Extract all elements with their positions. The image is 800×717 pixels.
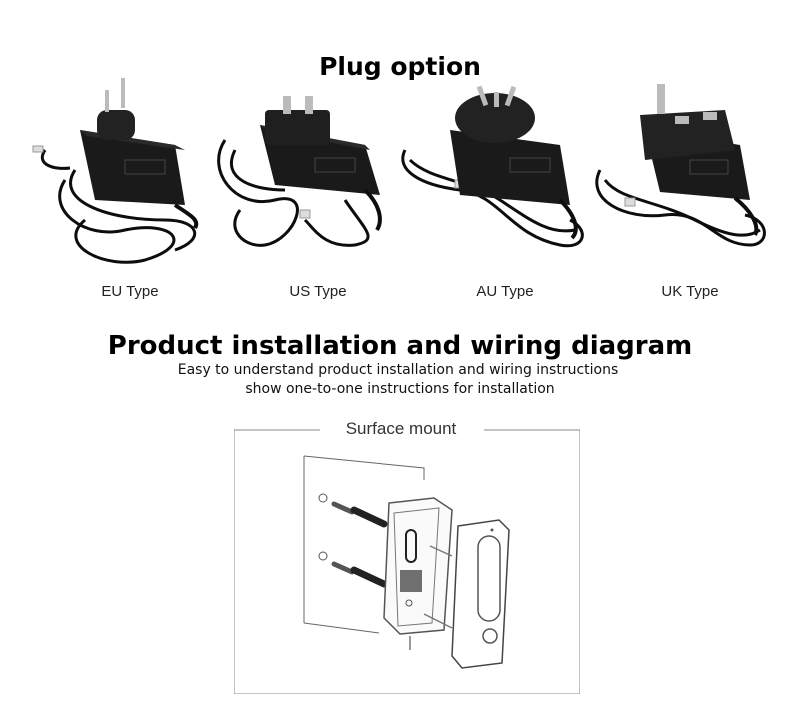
installation-subtitle-line2: show one-to-one instructions for install… <box>245 381 555 397</box>
mounting-plate-icon <box>383 497 453 650</box>
plug-option-title: Plug option <box>319 52 481 81</box>
us-plug-adapter-icon <box>205 70 405 270</box>
surface-mount-diagram <box>233 418 581 695</box>
uk-plug-adapter-icon <box>585 70 785 270</box>
us-type-label: US Type <box>289 283 347 300</box>
surface-mount-label: Surface mount <box>320 419 482 439</box>
uk-type-label: UK Type <box>661 283 719 300</box>
doorbell-unit-icon <box>451 519 510 669</box>
wall-anchor-icon <box>331 501 388 588</box>
au-plug-adapter-icon <box>400 70 600 270</box>
eu-type-label: EU Type <box>101 283 159 300</box>
installation-title: Product installation and wiring diagram <box>107 331 693 361</box>
eu-plug-adapter-icon <box>25 70 225 270</box>
au-type-label: AU Type <box>476 283 534 300</box>
installation-subtitle-line1: Easy to understand product installation … <box>177 362 619 378</box>
